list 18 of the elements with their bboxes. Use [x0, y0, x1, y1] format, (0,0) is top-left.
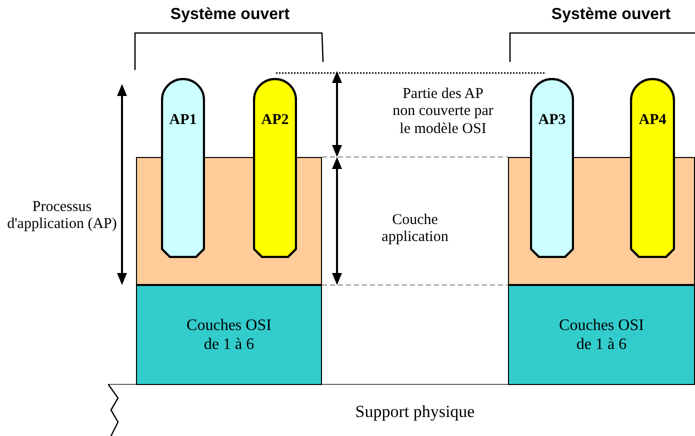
process-label: AP3 — [537, 112, 567, 129]
band-label: Support physique — [354, 402, 476, 422]
application-process-capsule — [253, 78, 297, 258]
annotation-text: Partie des AP non couverte par le modèle OSI — [392, 86, 494, 138]
osi-layers-box — [136, 285, 322, 385]
osi-layers-box — [508, 285, 695, 385]
process-label: AP4 — [638, 112, 668, 129]
system-heading: Système ouvert — [551, 6, 671, 24]
annotation-text: Processus d'application (AP) — [7, 199, 117, 234]
process-label: AP2 — [260, 112, 290, 129]
application-process-capsule — [530, 78, 574, 258]
application-process-capsule — [630, 78, 675, 258]
layer-label: Couches OSI de 1 à 6 — [558, 316, 645, 354]
layer-label: Couches OSI de 1 à 6 — [186, 316, 272, 354]
system-heading: Système ouvert — [170, 6, 290, 24]
process-label: AP1 — [168, 112, 198, 129]
application-process-capsule — [161, 78, 205, 258]
annotation-text: Couche application — [380, 212, 450, 246]
